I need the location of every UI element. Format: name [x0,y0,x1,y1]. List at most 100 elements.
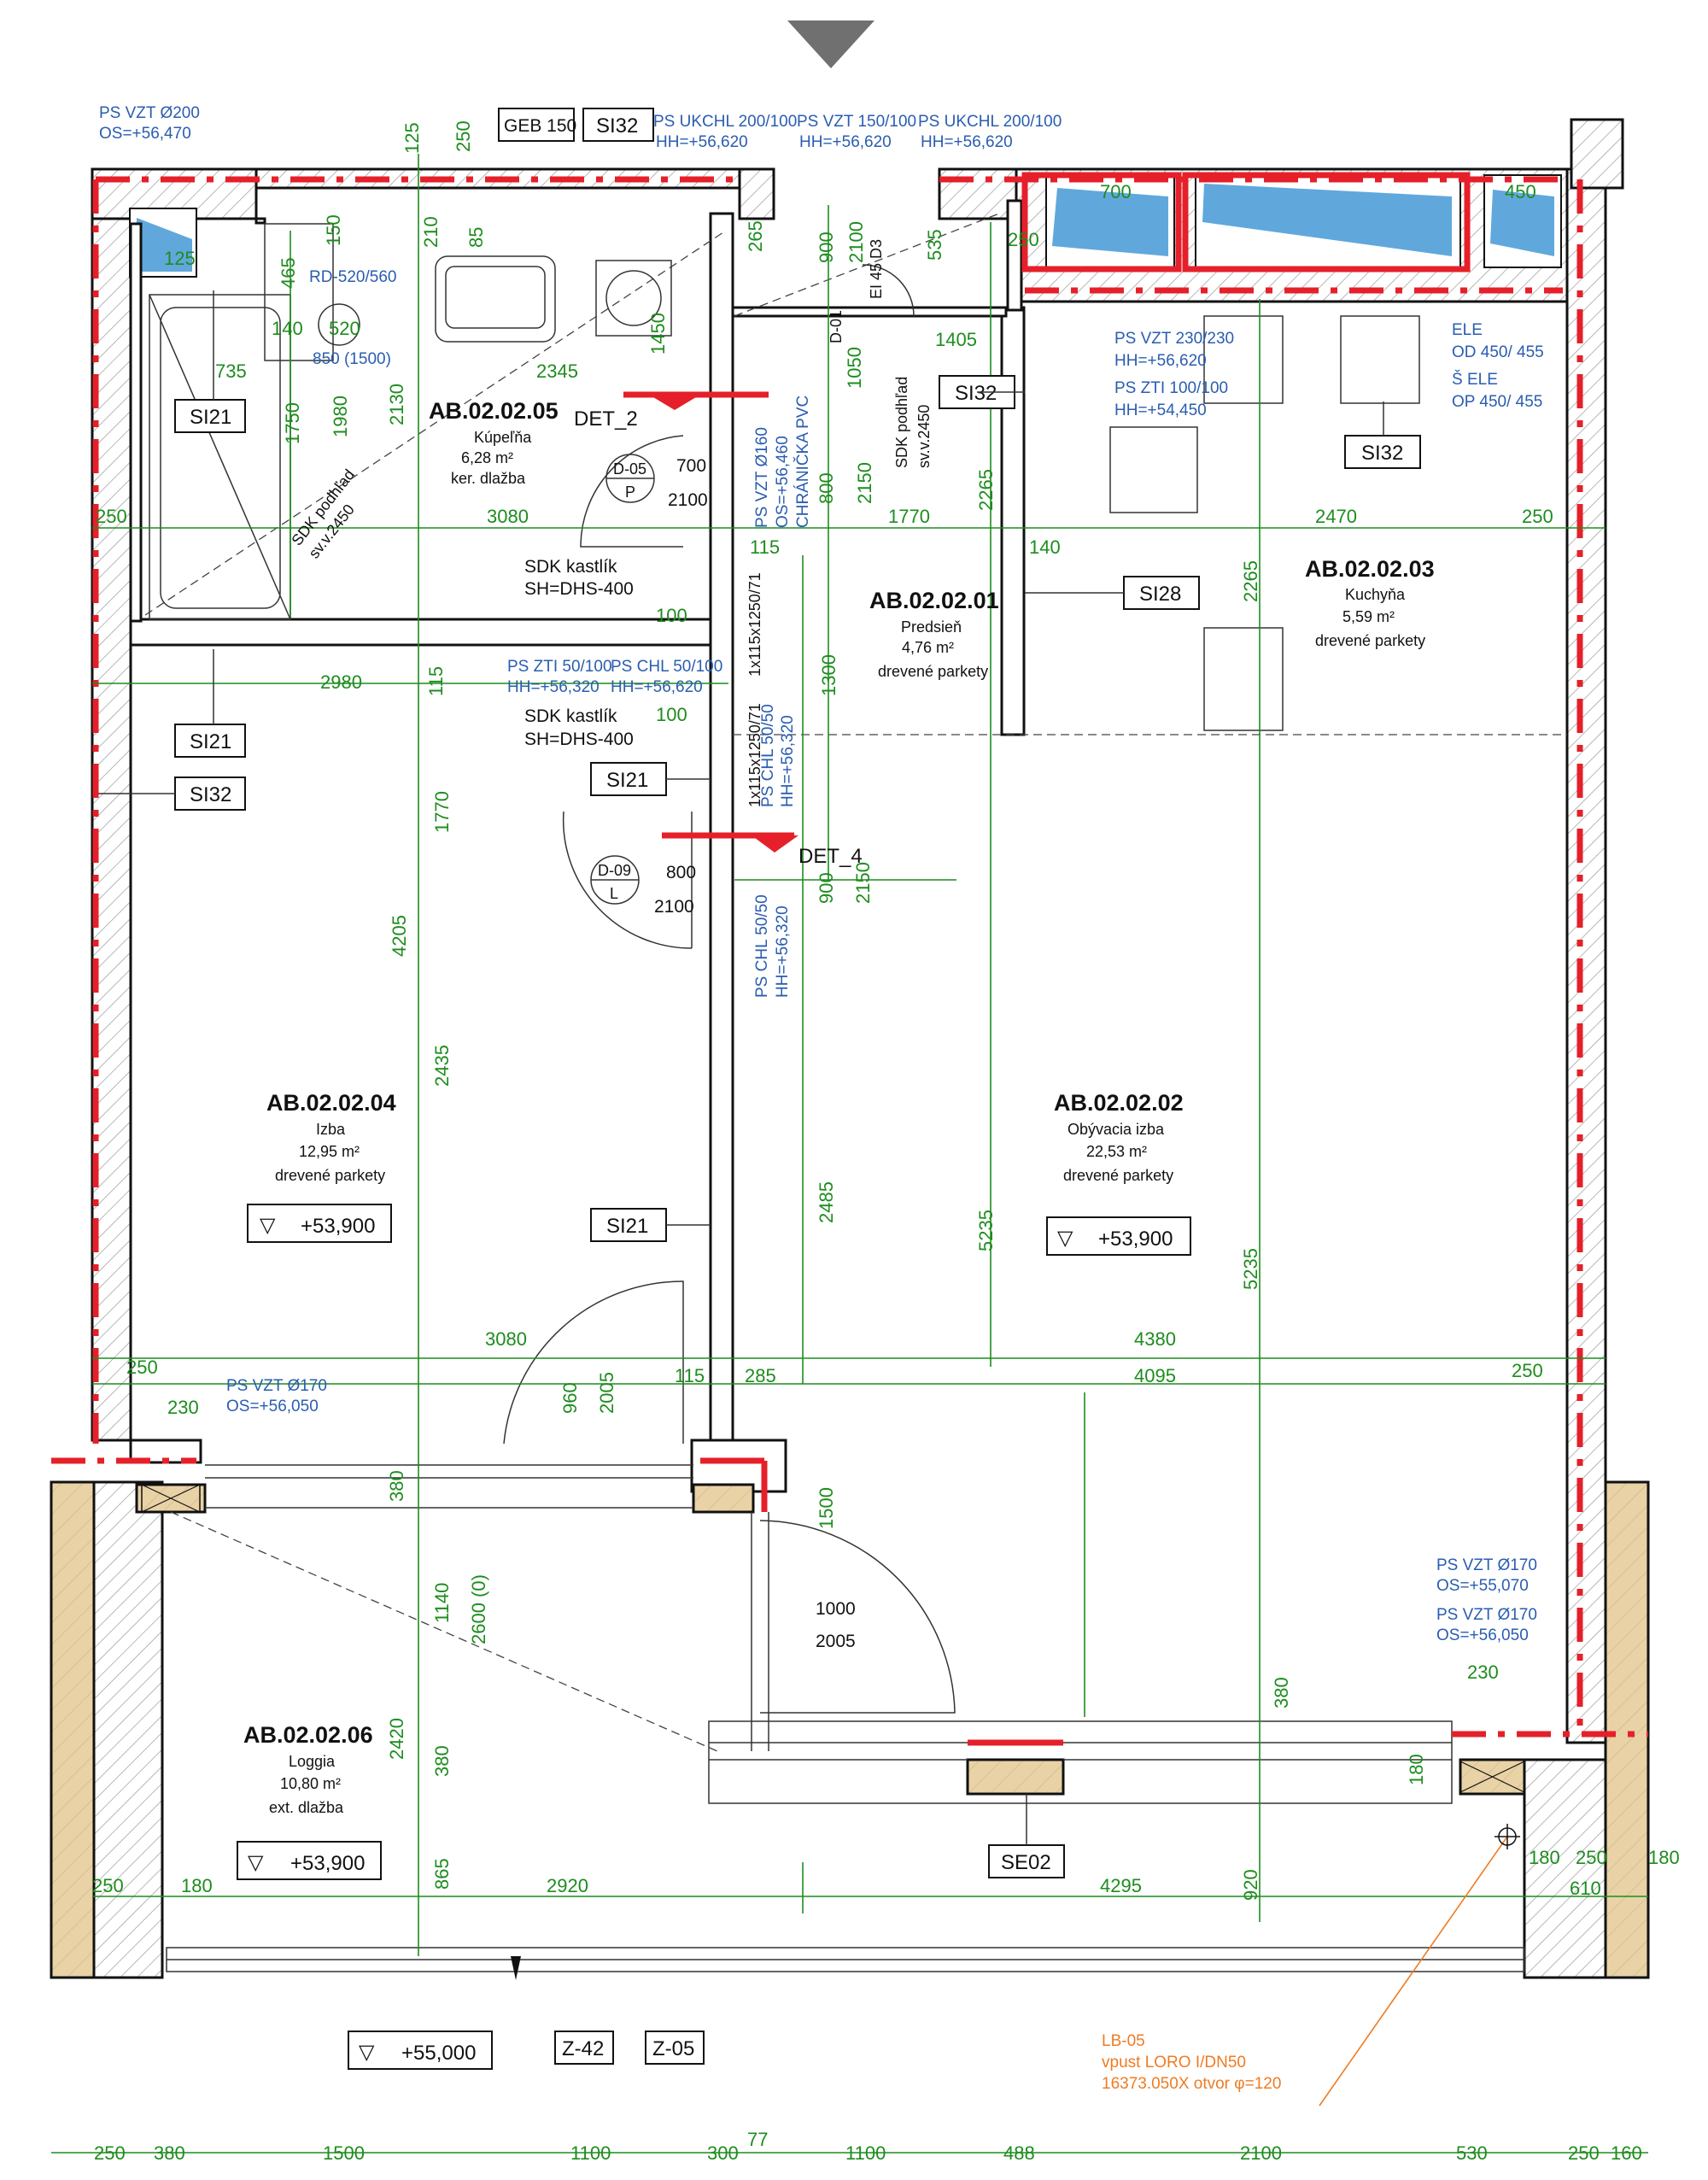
note-text: OP 450/ 455 [1452,393,1542,411]
dim-text: 3080 [487,506,529,527]
dim-text: 488 [1003,2142,1035,2164]
door-width: 700 [676,456,706,476]
level-triangle-icon: ▽ [260,1214,276,1237]
dim-text: 900 [816,872,837,904]
dim-text: 285 [745,1365,776,1386]
dim-text: 230 [1467,1661,1499,1683]
door-label: EI 45 D3 [868,239,885,299]
dim-text: 2470 [1315,506,1357,527]
dim-text: 2435 [431,1045,453,1087]
door-callouts: D-05 P 700 2100 D-09 L 800 2100 1000 200… [574,407,863,1651]
room-floor: drevené parkety [1315,632,1425,649]
note-text: PS VZT Ø160 [753,427,771,528]
dim-text: 115 [750,536,780,558]
room-area: 10,80 m² [280,1775,341,1792]
dim-text: 1500 [323,2142,365,2164]
dim-text: 960 [559,1382,581,1414]
dim-text: 265 [745,220,766,252]
tag-label: SI32 [190,783,231,806]
room-name: Predsieň [901,618,962,636]
room-area: 4,76 m² [902,639,954,656]
room-id: AB.02.02.01 [869,588,999,613]
detail-label: DET_2 [574,407,638,431]
dim-text: 380 [1271,1677,1292,1708]
dim-text: 2100 [845,221,867,263]
dimension-labels: 125 125 250 210 85 150 465 140 520 735 2… [92,120,1680,2164]
dim-text: 210 [420,216,442,248]
level-value: +55,000 [401,2042,476,2065]
level-triangle-icon: ▽ [248,1851,264,1874]
room-name: Izba [316,1121,346,1138]
note-text: HH=+54,450 [1114,401,1207,419]
dim-text: 300 [707,2142,739,2164]
dim-text: 160 [1611,2142,1642,2164]
dim-text: 85 [465,227,487,248]
room-area: 22,53 m² [1086,1143,1147,1160]
note-text: vpust LORO I/DN50 [1102,2054,1246,2072]
dim-text: 700 [1100,181,1132,202]
note-text: PS CHL 50/100 [611,658,722,676]
note-text: Š ELE [1452,370,1498,389]
dim-text: 2265 [1240,560,1261,602]
dim-text: 1050 [844,347,865,389]
dim-text: 2485 [816,1181,837,1223]
openings [144,213,1567,1980]
note-text: SH=DHS-400 [524,579,634,599]
dim-text: 2100 [1240,2142,1282,2164]
note-text: RD-520/560 [309,268,396,286]
dim-text: 250 [1512,1360,1543,1381]
note-text: HH=+56,620 [921,133,1013,151]
note-text: HH=+56,320 [774,905,792,998]
dim-text: 1100 [570,2142,611,2164]
level-value: +53,900 [1098,1228,1173,1251]
dim-text: 800 [816,472,837,504]
level-triangle-icon: ▽ [1057,1227,1073,1250]
dim-text: 1300 [818,654,839,696]
detail-label: DET_4 [798,845,863,868]
dim-text: 180 [1406,1754,1427,1785]
dim-text: 735 [215,360,247,382]
tag-label: SI21 [190,730,231,753]
tag-label: SI21 [606,769,648,792]
dim-text: 465 [278,257,299,289]
dim-text: 125 [164,248,196,269]
dim-text: 1500 [816,1487,837,1529]
dim-text: 865 [431,1858,453,1890]
tag-label: SI28 [1139,583,1181,606]
dim-text: 2150 [854,462,875,504]
door-type: P [625,483,635,501]
room-name: Obývacia izba [1068,1121,1165,1138]
note-text: SDK kastlík [524,706,617,726]
dim-text: 2420 [386,1718,407,1760]
leaders [98,290,1520,2107]
dim-text: 5235 [1240,1248,1261,1290]
dim-text: 1450 [647,313,669,355]
dim-text: 1405 [935,329,977,350]
note-text: OS=+56,050 [1436,1626,1529,1644]
tag-label: SI32 [1361,442,1403,465]
dim-text: 180 [1648,1847,1680,1868]
dim-text: 2600 (0) [468,1574,489,1644]
drain-note: LB-05 vpust LORO I/DN50 16373.050X otvor… [1102,2032,1281,2093]
door-label: D-01 [828,310,845,343]
door-height: 2100 [668,490,708,510]
note-text: PS UKCHL 200/100 [918,113,1062,131]
note-text: PS CHL 50/50 [759,704,777,807]
room-floor: drevené parkety [878,663,988,680]
note-text: LB-05 [1102,2032,1145,2050]
dim-text: 250 [1522,506,1553,527]
down-arrow-icon [787,21,874,68]
note-text: OS=+56,050 [226,1398,319,1415]
dim-text: 4380 [1134,1328,1176,1350]
dim-text: 610 [1570,1878,1601,1899]
dim-text: 250 [1008,229,1039,250]
dim-text: 150 [323,214,344,246]
note-text: HH=+56,320 [779,715,797,807]
dim-text: 520 [329,318,360,339]
room-id: AB.02.02.05 [429,398,559,424]
dim-text: 2150 [852,862,874,904]
dim-text: 180 [181,1875,213,1896]
tag-label: Z-05 [652,2037,694,2060]
note-text: PS VZT Ø170 [1436,1556,1537,1574]
dim-text: 180 [1529,1847,1560,1868]
